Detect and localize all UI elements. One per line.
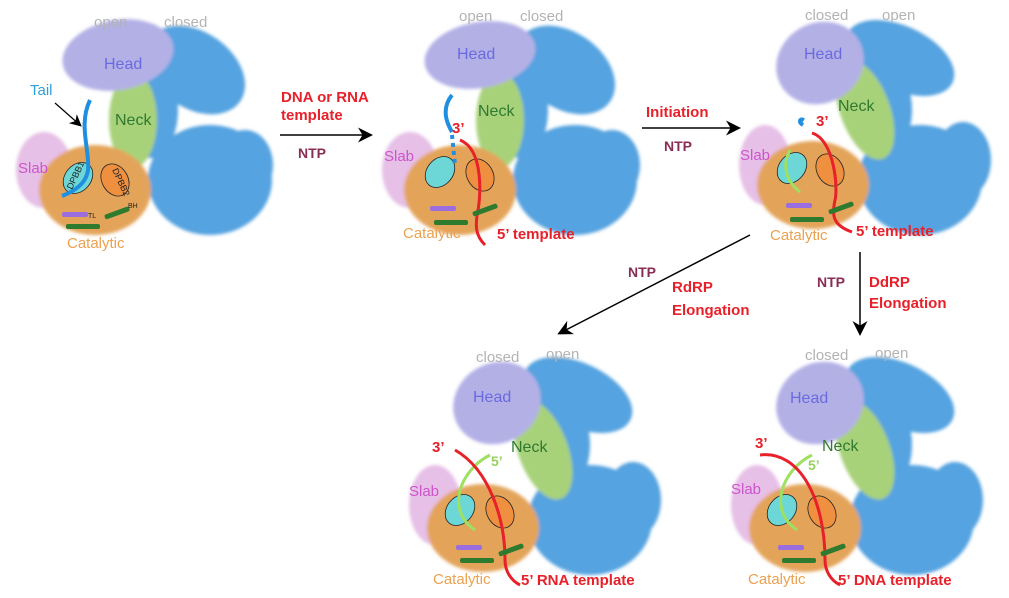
head-label: Head (790, 390, 828, 407)
state-label-closed: closed (520, 8, 563, 25)
tl-label: TL (88, 213, 96, 220)
state-label-open: open (882, 7, 915, 24)
state-label-open: open (459, 8, 492, 25)
arrow-label-ntp: NTP (664, 138, 692, 154)
state-label-closed: closed (805, 7, 848, 24)
arrow-label-ddrp: DdRP (869, 274, 910, 291)
dpbb2-barrel (100, 163, 130, 197)
arrow-label-ntp: NTP (817, 274, 845, 290)
head-label: Head (804, 46, 842, 63)
end-3-prime-label: 3’ (452, 120, 465, 137)
panel-initiation: closed open Head Neck Slab Catalytic 3’ … (739, 7, 991, 244)
catalytic-domain (39, 145, 151, 235)
panel-template-bound: open closed Head Neck Slab Catalytic 3’ … (382, 8, 640, 247)
blue-domain-small (217, 130, 273, 200)
template-label: 5’ RNA template (521, 572, 635, 589)
arrow-line (557, 234, 751, 335)
head-domain (62, 19, 174, 91)
neck-label: Neck (511, 439, 548, 456)
catalytic-label: Catalytic (403, 225, 461, 242)
bh-label: BH (128, 203, 138, 210)
arrow-label-ntp: NTP (298, 145, 326, 161)
slab-label: Slab (731, 481, 761, 498)
catalytic-label: Catalytic (770, 227, 828, 244)
catalytic-label: Catalytic (67, 235, 125, 252)
state-label-closed: closed (476, 349, 519, 366)
neck-label: Neck (478, 103, 515, 120)
neck-domain (109, 72, 157, 168)
neck-label: Neck (838, 98, 875, 115)
panel-rdrp-elongation: closed open Head Neck Slab Catalytic 3’ … (409, 346, 661, 589)
product-strand (784, 149, 801, 194)
end-5-prime-label: 5’ (491, 453, 503, 469)
panel-apo: open closed Head Neck Slab Catalytic Tai… (16, 14, 273, 252)
end-5-prime-label: 5’ (808, 457, 820, 473)
arrow-label-elongation: Elongation (869, 295, 947, 312)
arrow-label-ntp: NTP (628, 264, 656, 280)
head-label: Head (473, 389, 511, 406)
catalytic-label: Catalytic (433, 571, 491, 588)
arrow-rdrp-elongation: NTP RdRP Elongation (557, 234, 751, 335)
arrow-initiation: Initiation NTP (642, 104, 741, 154)
tail-strand (61, 99, 92, 198)
template-strand (811, 131, 853, 234)
slab-label: Slab (384, 148, 414, 165)
template-label: 5’ template (497, 226, 575, 243)
head-label: Head (104, 56, 142, 73)
template-label: 5’ template (856, 223, 934, 240)
slab-label: Slab (740, 147, 770, 164)
arrow-label-initiation: Initiation (646, 104, 709, 121)
state-label-closed: closed (164, 14, 207, 31)
slab-label: Slab (409, 483, 439, 500)
tail-label: Tail (30, 82, 53, 99)
state-label-open: open (875, 345, 908, 362)
state-label-open: open (546, 346, 579, 363)
panel-ddrp-elongation: closed open Head Neck Slab Catalytic 3’ … (731, 345, 983, 589)
slab-label: Slab (18, 160, 48, 177)
tail-pointer-arrow (54, 102, 82, 127)
arrow-template-binding: DNA or RNA template NTP (280, 89, 373, 161)
neck-label: Neck (822, 438, 859, 455)
arrow-label-template: template (281, 107, 343, 124)
head-label: Head (457, 46, 495, 63)
state-label-open: open (94, 14, 127, 31)
arrow-label-elongation: Elongation (672, 302, 750, 319)
state-label-closed: closed (805, 347, 848, 364)
neck-label: Neck (115, 112, 152, 129)
arrow-label-rdrp: RdRP (672, 279, 713, 296)
template-label: 5’ DNA template (838, 572, 952, 589)
end-3-prime-label: 3’ (816, 113, 829, 130)
end-3-prime-label: 3’ (755, 435, 768, 452)
arrow-label-dna-or-rna: DNA or RNA (281, 89, 369, 106)
arrow-ddrp-elongation: NTP DdRP Elongation (817, 252, 947, 336)
end-3-prime-label: 3’ (432, 439, 445, 456)
catalytic-label: Catalytic (748, 571, 806, 588)
